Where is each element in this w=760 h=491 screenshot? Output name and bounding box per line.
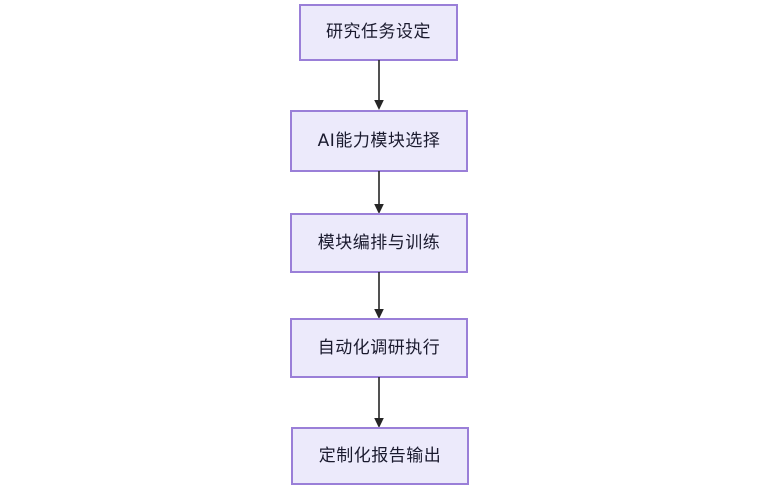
flowchart-node-label: AI能力模块选择 bbox=[317, 130, 441, 151]
flowchart-node-label: 研究任务设定 bbox=[326, 22, 431, 43]
flowchart-node-automated-research-execution[interactable]: 自动化调研执行 bbox=[290, 318, 468, 378]
flowchart-edge-n3-n4 bbox=[374, 272, 384, 319]
flowchart-node-customized-report-output[interactable]: 定制化报告输出 bbox=[291, 427, 469, 485]
flowchart-node-module-orchestration-and-training[interactable]: 模块编排与训练 bbox=[290, 213, 468, 273]
flowchart-edge-n4-n5 bbox=[374, 377, 384, 428]
flowchart-node-label: 模块编排与训练 bbox=[317, 232, 441, 253]
flowchart-node-research-task-setup[interactable]: 研究任务设定 bbox=[299, 4, 458, 61]
flowchart-edge-n2-n3 bbox=[374, 171, 384, 214]
flowchart-node-label: 定制化报告输出 bbox=[318, 445, 442, 466]
flowchart-node-ai-capability-module-selection[interactable]: AI能力模块选择 bbox=[290, 110, 468, 172]
flowchart-node-label: 自动化调研执行 bbox=[317, 337, 441, 358]
flowchart-edge-n1-n2 bbox=[374, 60, 384, 110]
